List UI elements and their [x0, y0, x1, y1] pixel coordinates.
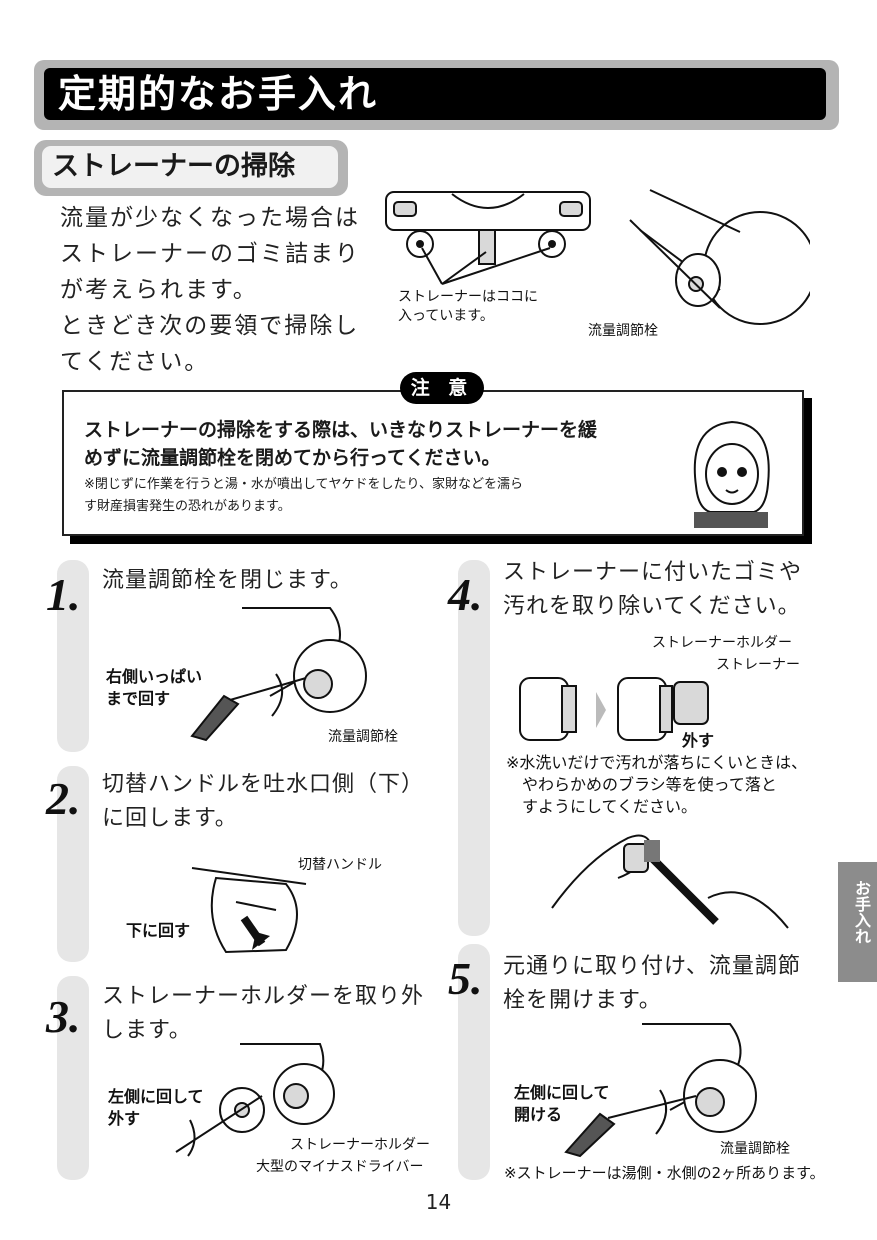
step-5-column	[458, 944, 490, 1180]
page-title: 定期的なお手入れ	[58, 72, 379, 116]
step-2-turn-label: 下に回す	[126, 921, 191, 940]
step-3-holder-label: ストレーナーホルダー	[290, 1137, 430, 1153]
flow-valve-closeup-illustration	[629, 189, 810, 325]
step-4-note: ※水洗いだけで汚れが落ちにくいときは、 やわらかめのブラシ等を使って落と すよう…	[506, 753, 808, 816]
step-4-remove-label: 外す	[682, 731, 715, 750]
step-4-holder-label: ストレーナーホルダー	[652, 635, 792, 651]
step-4-column	[458, 560, 490, 936]
section-title: ストレーナーの掃除	[52, 151, 295, 182]
step-3-column	[57, 976, 89, 1180]
step-1-illustration	[190, 607, 367, 742]
step-4-number: 4.	[448, 569, 483, 620]
side-tab-label: お手入れ	[852, 880, 871, 944]
step-3-driver-label: 大型のマイナスドライバー	[256, 1159, 424, 1175]
step-1-part-label: 流量調節栓	[328, 729, 398, 745]
step-1-column	[57, 560, 89, 752]
step-4-text: ストレーナーに付いたゴミや 汚れを取り除いてください。	[503, 560, 803, 619]
step-5-turn-label: 左側に回して 開ける	[514, 1083, 610, 1124]
step-4-brushing-illustration	[551, 834, 789, 929]
step-4-parts-illustration	[519, 677, 709, 741]
step-1-text: 流量調節栓を閉じます。	[102, 568, 353, 593]
faucet-front-illustration	[385, 191, 591, 285]
step-3-turn-label: 左側に回して 外す	[108, 1087, 204, 1128]
intro-line: 流量が少なくなった場合は	[60, 205, 360, 231]
step-1-turn-label: 右側いっぱい まで回す	[106, 667, 203, 708]
step-5-note: ※ストレーナーは湯側・水側の2ヶ所あります。	[504, 1164, 825, 1182]
intro-line: ストレーナーのゴミ詰まり	[60, 241, 360, 267]
caution-main-text: ストレーナーの掃除をする際は、いきなりストレーナーを緩 めずに流量調節栓を閉めて…	[84, 419, 598, 469]
step-5-illustration	[564, 1023, 757, 1158]
step-3-text: ストレーナーホルダーを取り外 します。	[102, 984, 425, 1043]
strainer-location-label: ストレーナーはココに 入っています。	[398, 289, 538, 324]
step-5-number: 5.	[448, 953, 483, 1004]
page-number: 14	[425, 1190, 452, 1214]
intro-line: てください。	[60, 349, 210, 375]
step-2-text: 切替ハンドルを吐水口側（下） に回します。	[102, 772, 425, 831]
step-2-illustration	[191, 867, 307, 954]
step-2-part-label: 切替ハンドル	[298, 857, 382, 873]
caution-box	[62, 390, 804, 536]
step-4-strainer-label: ストレーナー	[716, 657, 800, 673]
caution-badge: 注 意	[400, 372, 484, 404]
step-1-number: 1.	[46, 569, 81, 620]
step-3-number: 3.	[46, 991, 81, 1042]
intro-line: ときどき次の要領で掃除し	[60, 313, 360, 339]
section-header	[42, 146, 338, 188]
step-5-part-label: 流量調節栓	[720, 1141, 790, 1157]
intro-line: が考えられます。	[60, 277, 258, 303]
side-tab	[838, 862, 877, 982]
step-2-number: 2.	[46, 773, 81, 824]
flow-valve-label: 流量調節栓	[588, 323, 658, 339]
intro-text: 流量が少なくなった場合は ストレーナーのゴミ詰まり が考えられます。 ときどき次…	[60, 200, 370, 380]
step-2-column	[57, 766, 89, 962]
caution-note-text: ※閉じずに作業を行うと湯・水が噴出してヤケドをしたり、家財などを濡ら す財産損害…	[84, 477, 523, 514]
step-3-illustration	[175, 1043, 335, 1157]
step-5-text: 元通りに取り付け、流量調節 栓を開けます。	[503, 954, 801, 1013]
title-bar	[44, 68, 826, 120]
worried-person-illustration	[693, 420, 770, 528]
